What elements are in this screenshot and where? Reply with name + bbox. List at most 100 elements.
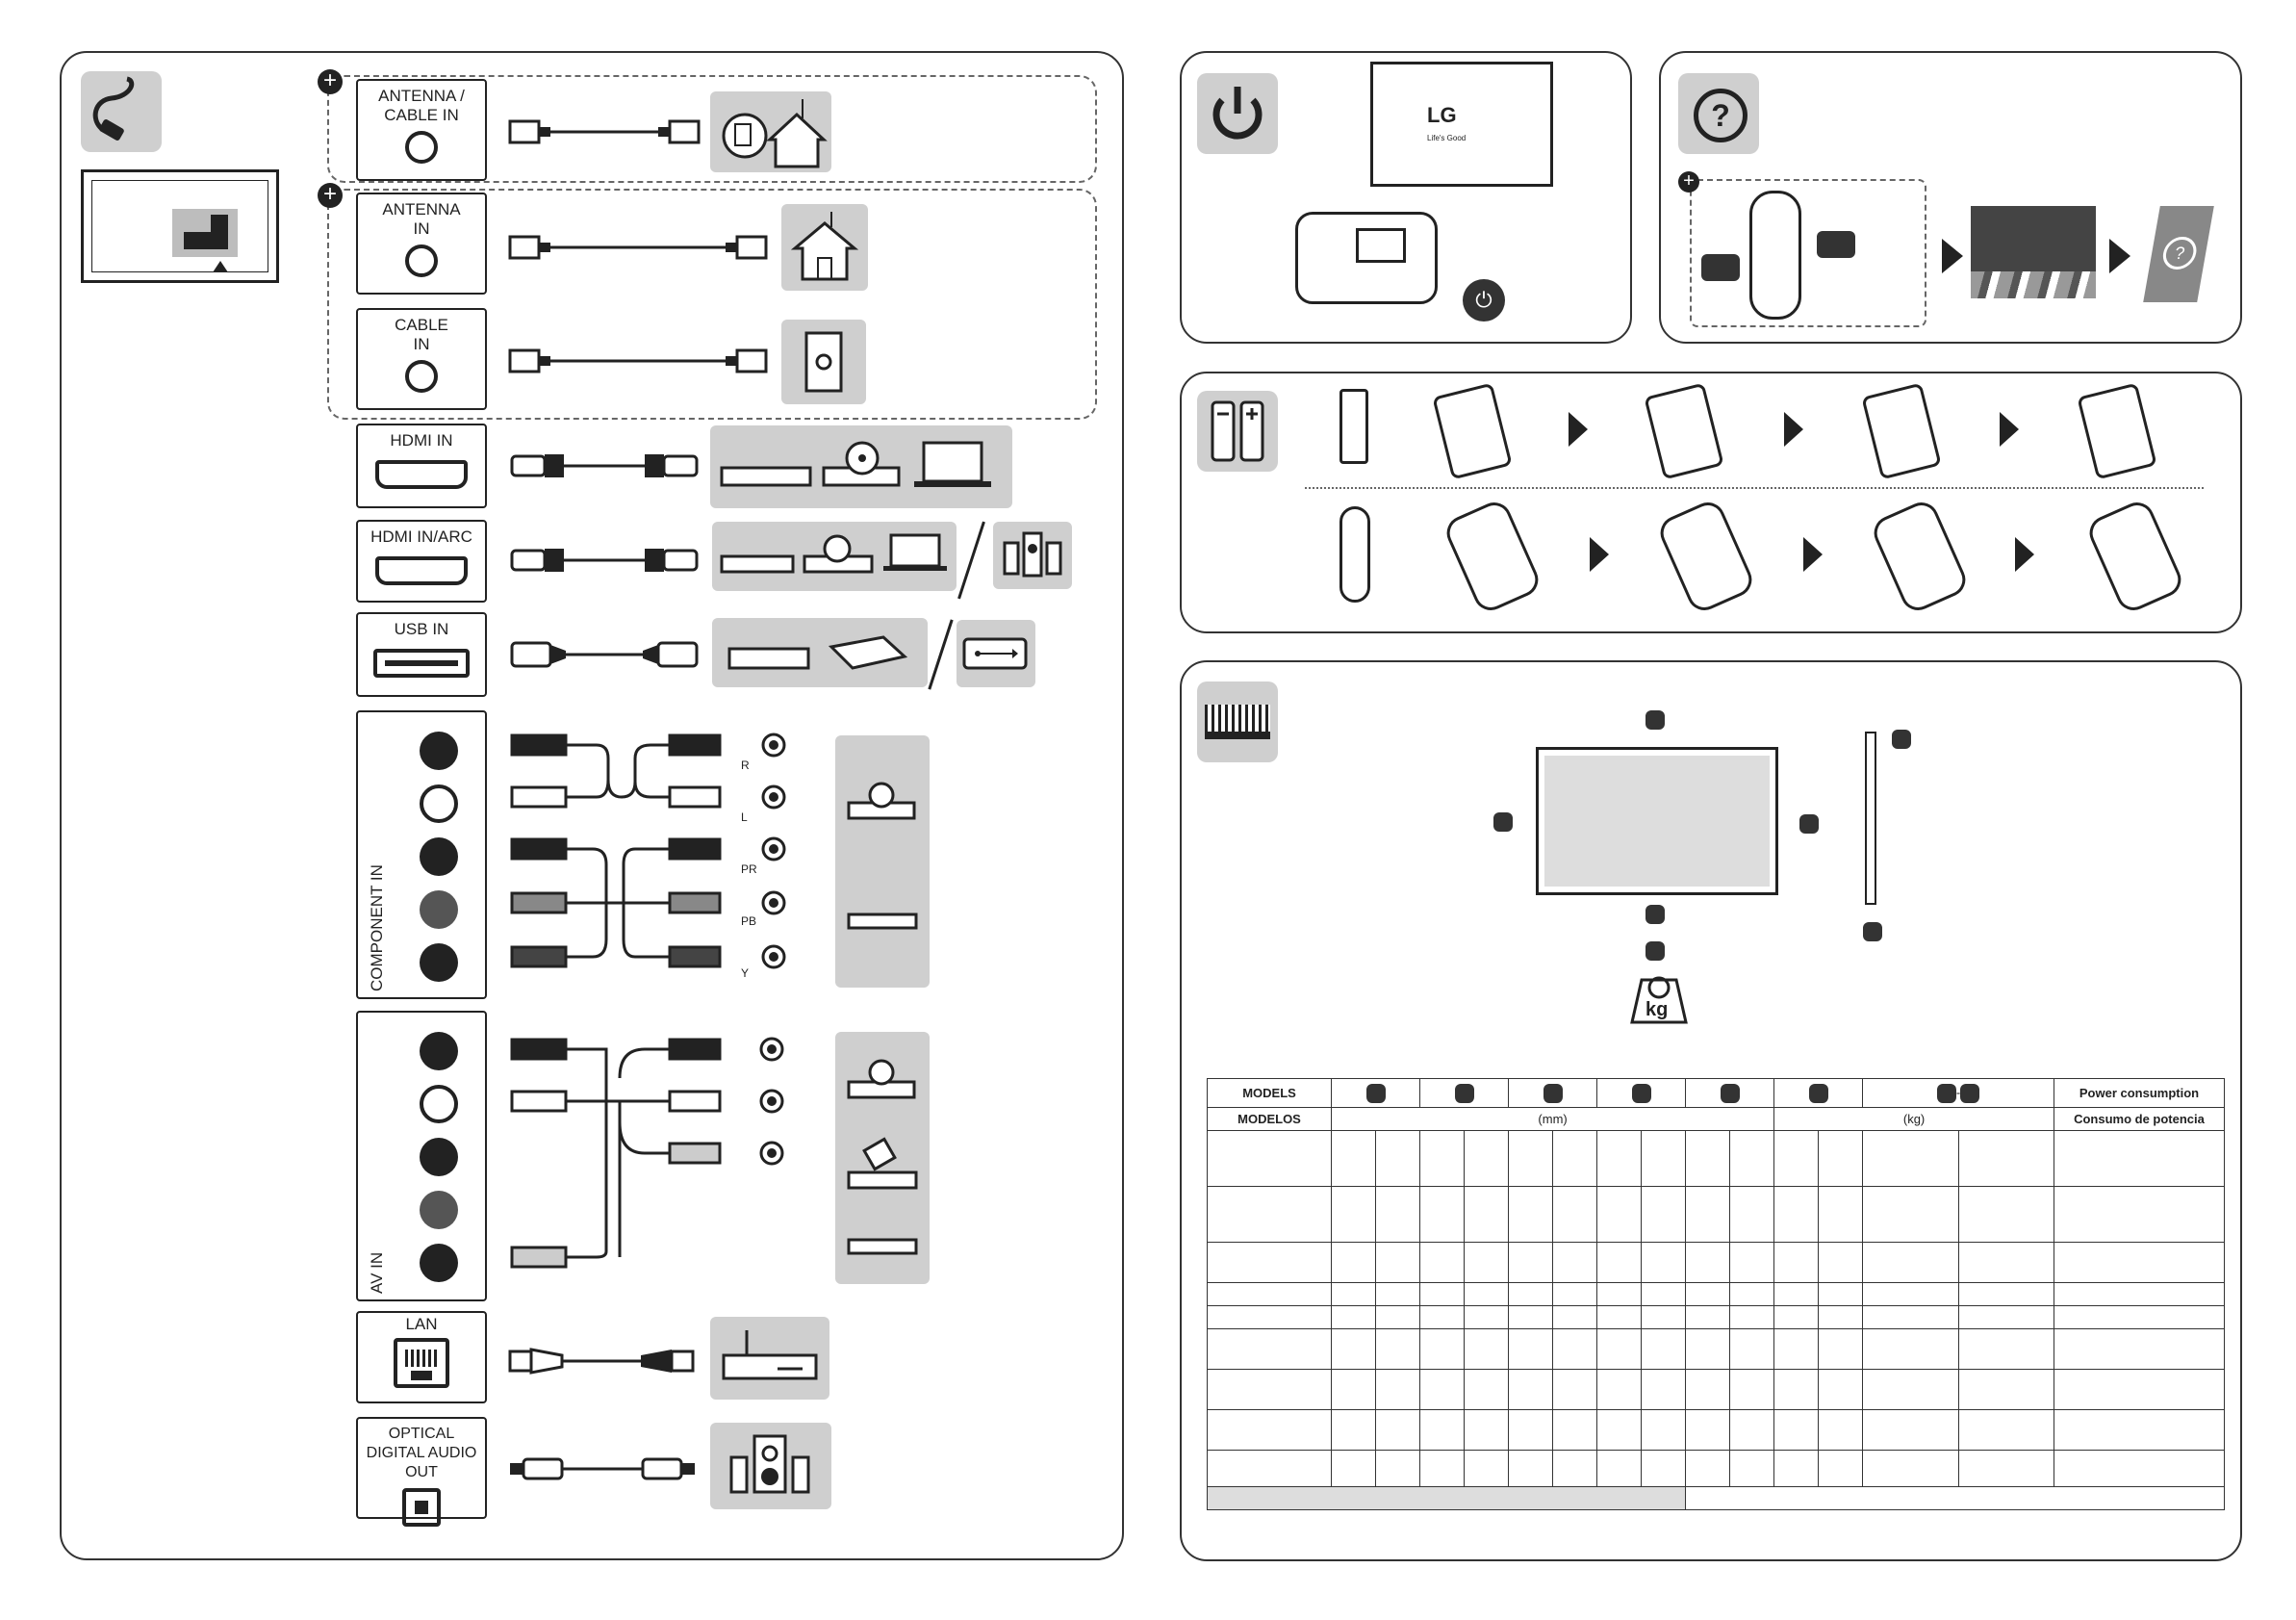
dim-badge-b: [1493, 812, 1513, 832]
label-y: Y: [741, 966, 750, 980]
coax-jack-icon: [405, 244, 438, 277]
usb-cable: [510, 641, 699, 668]
tv-front-illustration: LG Life's Good: [1370, 62, 1553, 187]
coax-jack-icon: [405, 360, 438, 393]
component-label-list: R L PR PB Y: [741, 739, 757, 999]
weight-icon: kg: [1626, 964, 1692, 1026]
table-row: [1207, 1450, 2225, 1487]
arrow-right-icon: [1803, 537, 1823, 572]
rca-jack-icon: [420, 943, 458, 982]
rca-jack-icon: [420, 1085, 458, 1123]
arrow-right-icon: [2015, 537, 2034, 572]
coax-cable-2: [508, 235, 768, 260]
power-header: Power consumption: [2054, 1078, 2225, 1108]
port-label: ANTENNA IN: [382, 200, 461, 238]
power-icon: [1197, 73, 1278, 154]
plus-icon-2: +: [318, 183, 343, 208]
port-lan: LAN: [356, 1311, 487, 1403]
plus-icon-1: +: [318, 69, 343, 94]
table-row: [1207, 1186, 2225, 1243]
arrow-right-icon: [2000, 412, 2019, 447]
tv-screen-menu: [1971, 206, 2096, 298]
remote-help-steps: [1690, 179, 1926, 327]
hdmi-cable-2: [510, 549, 699, 572]
port-antenna-cable-in: ANTENNA / CABLE IN: [356, 79, 487, 181]
help-symbol: ?: [2160, 237, 2200, 270]
dim-badge-c: [1799, 814, 1819, 834]
remote-illustration: [1749, 191, 1801, 320]
speakers-icon-box: [710, 1423, 831, 1509]
coax-jack-icon: [405, 131, 438, 164]
usb-port-icon: [373, 649, 470, 678]
rca-jack-icon: [420, 784, 458, 823]
router-icon-box: [710, 1317, 829, 1400]
table-row: [1207, 1242, 2225, 1283]
spec-table: MODELS - Power consumption MODELOS (mm) …: [1206, 1078, 2225, 1510]
lan-cable: [508, 1348, 695, 1375]
hdmi-port-icon: [375, 460, 468, 489]
label-l: L: [741, 810, 748, 824]
hdmi-devices-box: [710, 425, 1012, 508]
unit-kg: (kg): [1773, 1107, 2054, 1131]
table-row: [1207, 1282, 2225, 1306]
antenna-group-2: [327, 189, 1097, 420]
remote-standard-icon: [1339, 389, 1368, 464]
antenna-house-icon-box: [710, 91, 831, 172]
tv-back-icon: [81, 169, 279, 283]
arrow-right-icon: [1590, 537, 1609, 572]
component-jacks: [420, 732, 458, 982]
rca-jack-icon: [420, 732, 458, 770]
dim-badge-a: [1645, 710, 1665, 730]
lg-brand: LG: [1427, 103, 1457, 127]
usb-devices-box: [712, 618, 928, 687]
rca-jack-icon: [420, 837, 458, 876]
rca-jack-icon: [420, 1032, 458, 1070]
port-label: CABLE IN: [395, 316, 448, 353]
col-badge: [1419, 1078, 1510, 1108]
dim-badge-d: [1645, 905, 1665, 924]
rca-jack-icon: [420, 1138, 458, 1176]
col-badge-range: -: [1862, 1078, 2054, 1108]
port-label: HDMI IN: [390, 431, 453, 450]
av-devices-box: [835, 1032, 930, 1284]
rca-jack-icon: [420, 890, 458, 929]
optical-cable: [510, 1457, 695, 1480]
speaker-icon-box: [993, 522, 1072, 589]
table-row: [1207, 1409, 2225, 1451]
coax-cable-1: [508, 119, 701, 144]
table-row: [1207, 1369, 2225, 1410]
dim-badge-g: [1863, 922, 1882, 941]
label-r: R: [741, 759, 750, 772]
port-usb-in: USB IN: [356, 612, 487, 697]
power-header-es: Consumo de potencia: [2054, 1107, 2225, 1131]
component-cables: [510, 733, 786, 969]
port-label: USB IN: [394, 620, 449, 638]
col-badge: [1685, 1078, 1775, 1108]
plus-icon-3: +: [1678, 171, 1699, 193]
tv-front-dimension: [1536, 747, 1778, 895]
hdmi-port-icon: [375, 556, 468, 585]
col-badge: [1330, 1078, 1421, 1108]
coax-cable-3: [508, 348, 768, 373]
optical-port-icon: [402, 1488, 441, 1527]
models-header: MODELS: [1207, 1078, 1332, 1108]
arrow-right-icon: [1784, 412, 1803, 447]
arrow-right-icon: [1942, 239, 1963, 273]
modelos-header: MODELOS: [1207, 1107, 1332, 1131]
component-devices-box: [835, 735, 930, 988]
battery-icon: [1197, 391, 1278, 472]
weight-unit: kg: [1645, 999, 1669, 1020]
remote-power-button: ⏻: [1463, 279, 1505, 321]
lg-tagline: Life's Good: [1427, 134, 1467, 142]
table-row: [1207, 1305, 2225, 1329]
wall-outlet-icon-box: [781, 320, 866, 404]
port-optical-out: OPTICAL DIGITAL AUDIO OUT: [356, 1417, 487, 1527]
house-antenna-icon-box: [781, 204, 868, 291]
dim-badge-f: [1892, 730, 1911, 749]
lg-logo: LG Life's Good: [1427, 103, 1466, 145]
label-pb: PB: [741, 914, 757, 928]
help-icon: ?: [1678, 73, 1759, 154]
home-button-icon: [1701, 254, 1740, 281]
arrow-right-icon: [1569, 412, 1588, 447]
tv-power-button-zoom: [1295, 212, 1438, 304]
